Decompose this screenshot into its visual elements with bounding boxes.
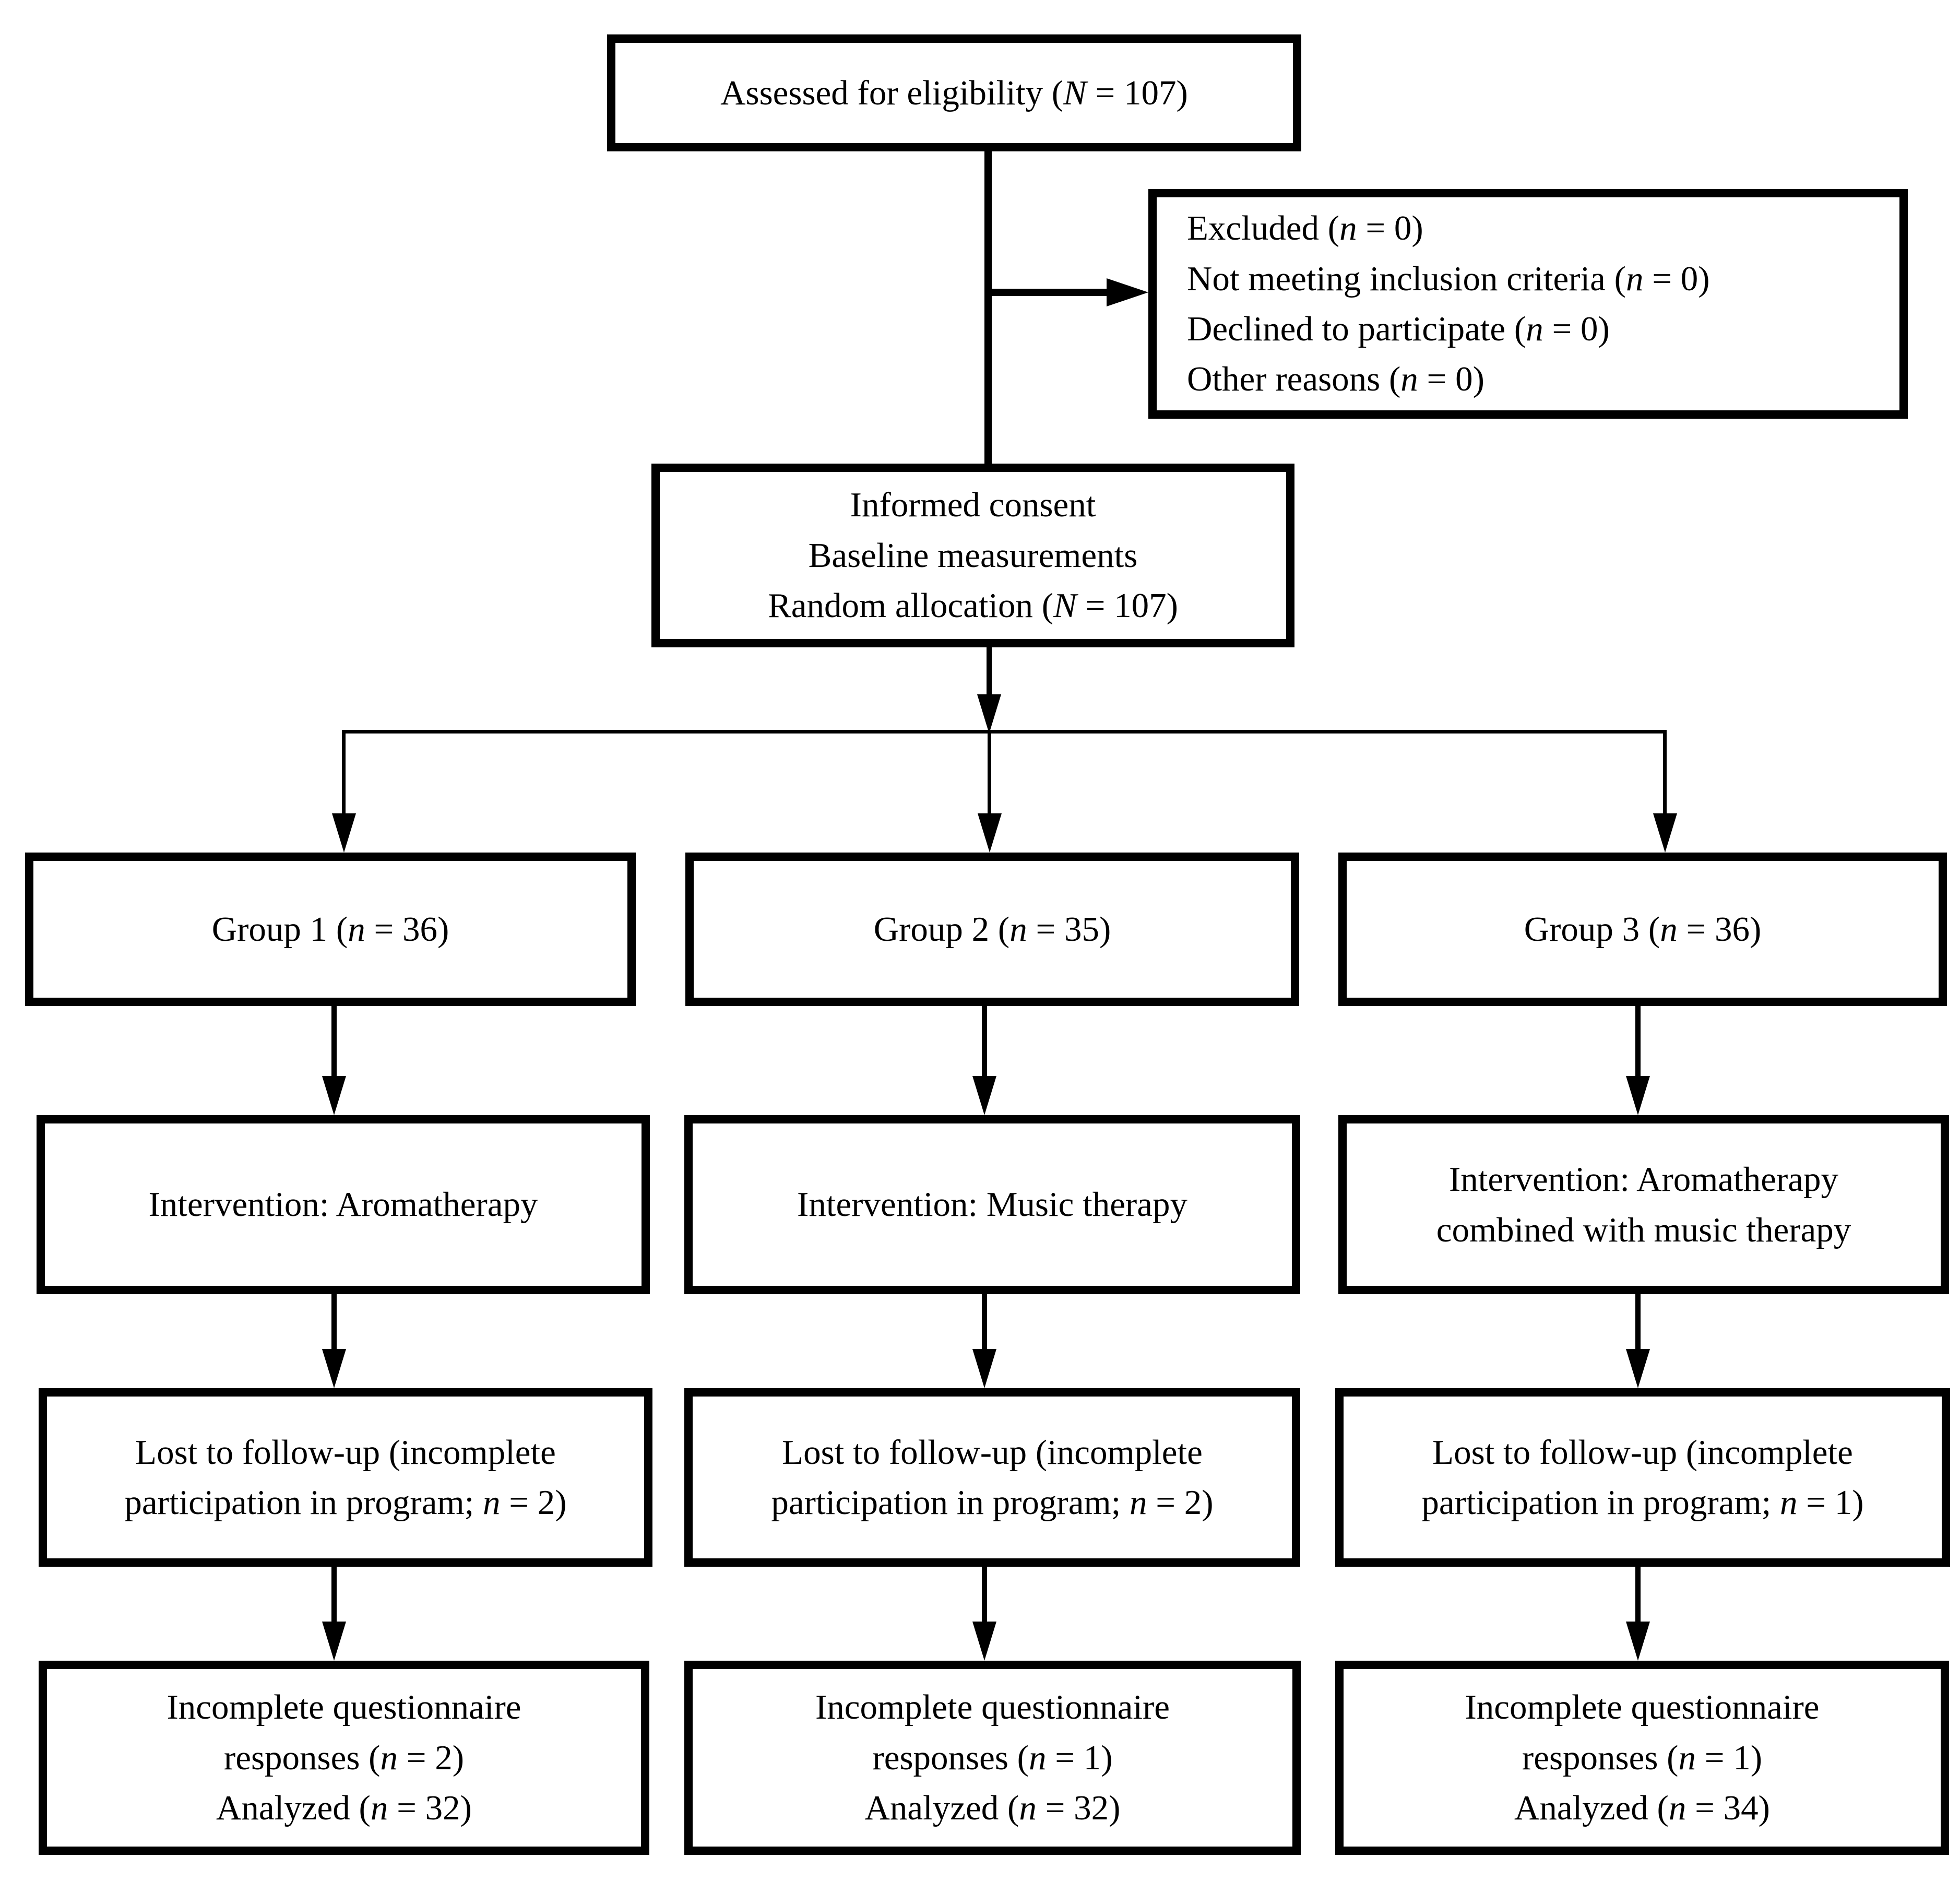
- lost-to-follow-up3-box: Lost to follow-up (incomplete participati…: [1335, 1388, 1950, 1567]
- analyzed1-box: Incomplete questionnaire responses (n = 2…: [39, 1661, 649, 1855]
- text-line: Analyzed (n = 32): [864, 1789, 1121, 1828]
- text-line: Baseline measurements: [808, 536, 1138, 575]
- arrowhead-into-excluded: [1107, 278, 1148, 306]
- analyzed3-box: Incomplete questionnaire responses (n = 1…: [1335, 1661, 1949, 1855]
- arrowhead-into-group1: [332, 813, 356, 853]
- text-line: Random allocation (N = 107): [768, 586, 1178, 625]
- connector-lost3-to-final3: [1635, 1567, 1641, 1623]
- connector-lost1-to-final1: [331, 1567, 337, 1623]
- connector-consent-to-branch: [987, 646, 992, 696]
- text-line: Excluded (n = 0): [1187, 209, 1423, 248]
- arrowhead-into-intervention1: [322, 1076, 346, 1115]
- connector-group3-to-intervention3: [1635, 1006, 1641, 1077]
- text-line: Incomplete questionnaire: [167, 1688, 521, 1727]
- arrowhead-into-group3: [1653, 813, 1677, 853]
- arrowhead-into-group2: [978, 813, 1002, 853]
- text-line: responses (n = 1): [872, 1738, 1113, 1777]
- arrowhead-into-lost2: [972, 1349, 996, 1388]
- analyzed2-box: Incomplete questionnaire responses (n = 1…: [684, 1661, 1301, 1855]
- connector-group2-to-intervention2: [982, 1006, 987, 1077]
- excluded-box: Excluded (n = 0) Not meeting inclusion cr…: [1148, 189, 1908, 419]
- connector-intervention3-to-lost3: [1635, 1294, 1641, 1350]
- text-line: Group 2 (n = 35): [873, 909, 1111, 949]
- group2-box: Group 2 (n = 35): [685, 853, 1299, 1006]
- group1-box: Group 1 (n = 36): [25, 853, 636, 1006]
- text-line: Incomplete questionnaire: [815, 1688, 1170, 1727]
- drop-to-group3: [1663, 732, 1667, 814]
- arrowhead-into-lost3: [1626, 1349, 1650, 1388]
- lost-to-follow-up2-box: Lost to follow-up (incomplete participati…: [684, 1388, 1300, 1567]
- text-line: combined with music therapy: [1436, 1210, 1851, 1249]
- text-line: Intervention: Aromatherapy: [1448, 1160, 1839, 1199]
- arrowhead-into-final2: [972, 1622, 996, 1661]
- text-line: Declined to participate (n = 0): [1187, 310, 1610, 348]
- group3-box: Group 3 (n = 36): [1338, 853, 1947, 1006]
- text-line: Lost to follow-up (incomplete: [782, 1433, 1203, 1472]
- arrowhead-into-final1: [322, 1622, 346, 1661]
- text-line: Analyzed (n = 32): [216, 1789, 472, 1828]
- text-line: Intervention: Music therapy: [797, 1185, 1187, 1224]
- text-line: Lost to follow-up (incomplete: [1432, 1433, 1853, 1472]
- arrowhead-into-intervention3: [1626, 1076, 1650, 1115]
- drop-to-group2: [988, 732, 991, 814]
- connector-assessed-to-consent: [984, 150, 992, 465]
- text-line: Group 1 (n = 36): [211, 909, 449, 949]
- arrowhead-consent-to-branch: [977, 694, 1001, 734]
- arrowhead-into-intervention2: [972, 1076, 996, 1115]
- text-line: Lost to follow-up (incomplete: [135, 1433, 556, 1472]
- connector-intervention2-to-lost2: [982, 1294, 987, 1350]
- intervention2-box: Intervention: Music therapy: [684, 1115, 1300, 1294]
- text-line: Other reasons (n = 0): [1187, 360, 1484, 399]
- connector-intervention1-to-lost1: [331, 1294, 337, 1350]
- text-line: participation in program; n = 1): [1421, 1483, 1864, 1522]
- assessed-for-eligibility-box: Assessed for eligibility (N = 107): [607, 34, 1301, 151]
- connector-group1-to-intervention1: [331, 1006, 337, 1077]
- text-line: Informed consent: [850, 486, 1096, 525]
- text-line: Not meeting inclusion criteria (n = 0): [1187, 259, 1710, 298]
- arrowhead-into-final3: [1626, 1622, 1650, 1661]
- text-line: Assessed for eligibility (N = 107): [720, 73, 1188, 112]
- arrowhead-into-lost1: [322, 1349, 346, 1388]
- lost-to-follow-up1-box: Lost to follow-up (incomplete participati…: [39, 1388, 652, 1567]
- text-line: participation in program; n = 2): [771, 1483, 1214, 1522]
- text-line: responses (n = 1): [1522, 1738, 1763, 1777]
- text-line: Intervention: Aromatherapy: [148, 1185, 538, 1224]
- intervention3-box: Intervention: Aromatherapy combined with …: [1338, 1115, 1949, 1294]
- connector-lost2-to-final2: [982, 1567, 987, 1623]
- text-line: participation in program; n = 2): [124, 1483, 567, 1522]
- text-line: Analyzed (n = 34): [1514, 1789, 1770, 1828]
- drop-to-group1: [342, 732, 346, 814]
- text-line: Incomplete questionnaire: [1465, 1688, 1820, 1727]
- intervention1-box: Intervention: Aromatherapy: [37, 1115, 650, 1294]
- text-line: Group 3 (n = 36): [1524, 909, 1762, 949]
- branch-horizontal-line: [342, 730, 1667, 734]
- connector-to-excluded: [988, 289, 1108, 296]
- text-line: responses (n = 2): [223, 1738, 465, 1777]
